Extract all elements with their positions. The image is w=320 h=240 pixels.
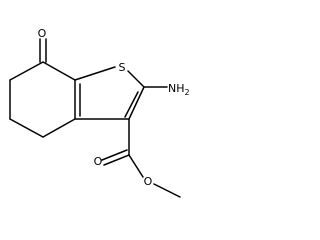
bond-c-oester — [128, 154, 144, 178]
structure-diagram: O S NH2 O O — [9, 26, 195, 198]
ester-oxygen-pad — [141, 174, 154, 188]
amine-pad — [165, 80, 195, 96]
bond-oester-methyl — [153, 183, 181, 198]
sulfur-pad — [116, 60, 128, 74]
carbonyl-oxygen-label: O — [94, 155, 103, 168]
bond-carbonyl-1 — [103, 154, 130, 166]
amine-label: NH2 — [168, 82, 190, 97]
bond-c7a-s — [74, 66, 116, 81]
bond-s-c2 — [127, 70, 145, 88]
sulfur-label: S — [119, 61, 126, 74]
bond-c5-c4 — [9, 118, 44, 138]
ketone-oxygen-pad — [35, 26, 48, 40]
ester-oxygen-label: O — [144, 175, 153, 188]
bond-c2-c3 — [128, 86, 145, 120]
bond-c2-c3-double — [124, 91, 139, 118]
bond-c7-c6 — [9, 61, 44, 81]
bond-c7a-c7 — [42, 61, 76, 81]
carbonyl-oxygen-pad — [92, 154, 105, 168]
ketone-oxygen-label: O — [38, 27, 47, 40]
bond-c4-c3a — [42, 118, 76, 138]
bond-carbonyl-2 — [101, 149, 128, 161]
